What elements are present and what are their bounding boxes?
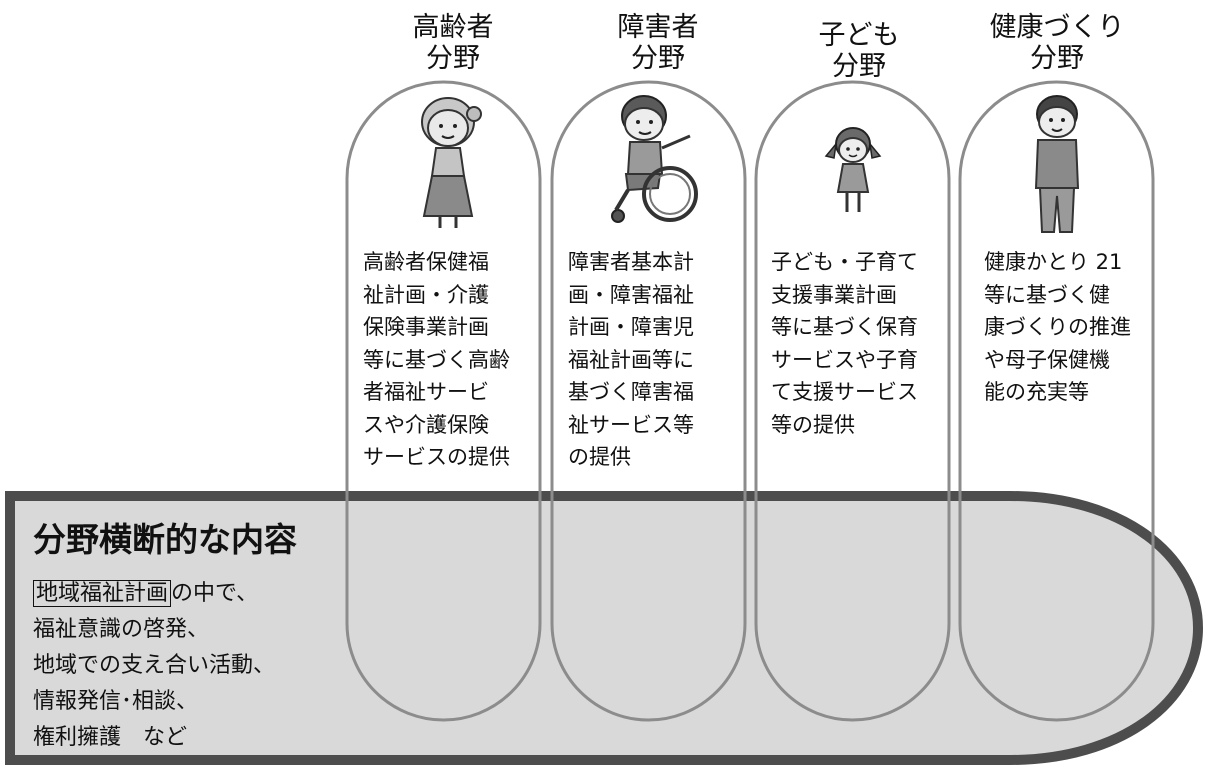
field-title-children: 子ども 分野 — [779, 20, 939, 82]
man-icon — [1034, 95, 1080, 233]
desc-line: サービスの提供 — [363, 445, 510, 469]
desc-line: 画・障害福祉 — [568, 282, 694, 307]
desc-line: サービスや子育 — [771, 347, 918, 372]
field-title-elderly: 高齢者 分野 — [373, 12, 533, 74]
cross-line: 情報発信･相談、 — [33, 689, 199, 714]
cross-line-1: 地域福祉計画の中で、 — [33, 576, 275, 612]
cross-sectional-body: 地域福祉計画の中で、 福祉意識の啓発、 地域での支え合い活動、 情報発信･相談、… — [33, 576, 275, 756]
cross-sectional-title: 分野横断的な内容 — [33, 520, 297, 559]
field-desc-children: 子ども・子育て 支援事業計画 等に基づく保育 サービスや子育 て支援サービス 等… — [771, 246, 918, 441]
capsule-elderly — [345, 80, 542, 722]
desc-line: スや介護保険 — [363, 412, 489, 437]
field-title-line: 障害者 — [617, 12, 699, 43]
desc-line: の提供 — [568, 445, 631, 469]
desc-line: 支援事業計画 — [771, 282, 897, 307]
field-title-line: 分野 — [631, 43, 685, 74]
desc-line: 等に基づく健 — [984, 282, 1110, 307]
child-icon — [824, 127, 882, 212]
desc-line: 能の充実等 — [984, 380, 1089, 404]
desc-line: 者福祉サービ — [363, 380, 489, 404]
desc-line: 保険事業計画 — [363, 315, 489, 339]
field-title-line: 分野 — [426, 43, 480, 74]
field-desc-elderly: 高齢者保健福 祉計画・介護 保険事業計画 等に基づく高齢 者福祉サービ スや介護… — [363, 246, 510, 474]
field-title-line: 健康づくり — [989, 12, 1125, 43]
desc-line: 計画・障害児 — [568, 315, 694, 339]
wheelchair-user-icon — [611, 95, 698, 223]
desc-line: 高齢者保健福 — [363, 250, 489, 274]
desc-line: 基づく障害福 — [568, 380, 694, 404]
capsule-children — [754, 80, 951, 722]
cross-line: 地域での支え合い活動、 — [33, 653, 276, 678]
cross-line-1-rest: の中で、 — [171, 581, 259, 606]
cross-line: 権利擁護 など — [33, 725, 188, 750]
desc-line: や母子保健機 — [984, 347, 1110, 372]
plan-name-box: 地域福祉計画 — [33, 580, 172, 607]
desc-line: 等に基づく保育 — [771, 315, 918, 339]
desc-line: て支援サービス — [771, 380, 918, 404]
desc-line: 健康かとり 21 — [984, 250, 1123, 274]
field-title-line: 分野 — [832, 51, 886, 82]
field-title-line: 子ども — [818, 20, 900, 51]
field-desc-disability: 障害者基本計 画・障害福祉 計画・障害児 福祉計画等に 基づく障害福 祉サービス… — [568, 246, 694, 474]
field-title-line: 高齢者 — [412, 12, 494, 43]
desc-line: 等の提供 — [771, 412, 855, 437]
desc-line: 障害者基本計 — [568, 250, 694, 274]
cross-sectional-band — [5, 491, 1204, 765]
desc-line: 子ども・子育て — [771, 250, 918, 274]
desc-line: 康づくりの推進 — [984, 315, 1131, 339]
desc-line: 祉サービス等 — [568, 412, 694, 437]
cross-line: 福祉意識の啓発、 — [33, 617, 210, 642]
capsule-disability — [550, 80, 747, 722]
desc-line: 祉計画・介護 — [363, 282, 489, 307]
field-desc-health: 健康かとり 21 等に基づく健 康づくりの推進 や母子保健機 能の充実等 — [984, 246, 1131, 409]
elderly-woman-icon — [421, 97, 482, 228]
field-title-health: 健康づくり 分野 — [977, 12, 1137, 74]
field-title-disability: 障害者 分野 — [578, 12, 738, 74]
desc-line: 等に基づく高齢 — [363, 347, 510, 372]
desc-line: 福祉計画等に — [568, 347, 694, 372]
field-title-line: 分野 — [1030, 43, 1084, 74]
capsule-health — [958, 80, 1155, 722]
